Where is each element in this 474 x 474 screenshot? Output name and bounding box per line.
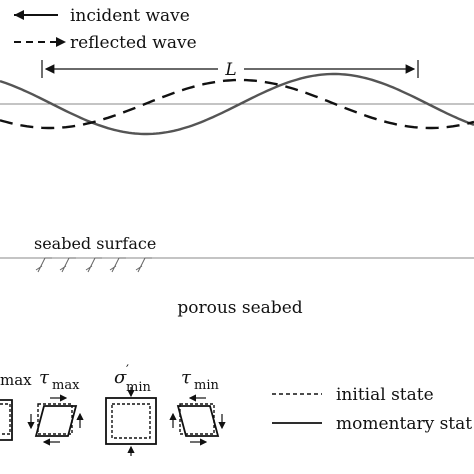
tau-max-label: τ max [39, 367, 80, 393]
stress-element-sigma-min [105, 387, 157, 456]
seabed-hatching [35, 257, 152, 273]
wavelength-label: L [224, 60, 236, 80]
svg-text:′: ′ [126, 363, 129, 378]
incident-wave-legend-label: incident wave [70, 6, 190, 26]
stress-element-tau-max [27, 394, 84, 446]
reflected-wave-legend-icon [14, 37, 66, 47]
svg-text:σ: σ [114, 367, 127, 388]
reflected-wave [0, 78, 474, 130]
stress-element-tau-min [169, 394, 226, 446]
svg-text:τ: τ [181, 367, 192, 388]
reflected-wave-legend-label: reflected wave [70, 33, 197, 53]
svg-text:min: min [194, 378, 219, 393]
svg-text:min: min [126, 380, 151, 395]
partial-stress-label: max [0, 371, 32, 389]
initial-state-label: initial state [336, 385, 434, 405]
seabed-surface-label: seabed surface [34, 234, 156, 253]
svg-text:τ: τ [39, 367, 50, 388]
tau-min-label: τ min [181, 367, 219, 393]
wavelength-dimension: L [41, 60, 419, 80]
momentary-state-label: momentary stat [336, 414, 472, 434]
incident-wave [0, 72, 474, 136]
incident-wave-legend-icon [14, 10, 58, 20]
sigma-min-label: σ ′ min [114, 363, 151, 395]
porous-seabed-label: porous seabed [177, 298, 302, 318]
wave-legend: incident wave reflected wave [14, 6, 197, 53]
svg-text:max: max [52, 378, 80, 393]
state-legend: initial state momentary stat [272, 385, 472, 434]
stress-element-partial [0, 399, 13, 441]
